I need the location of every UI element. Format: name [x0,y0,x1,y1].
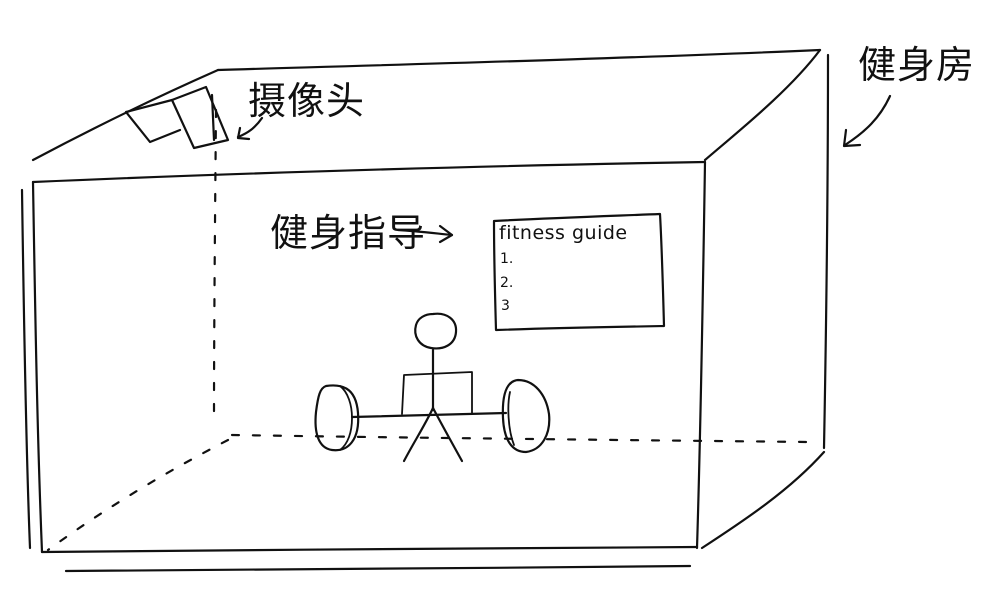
board-item-3: 3 [501,298,510,314]
camera-arrow [236,116,264,139]
side-bottom-edge [700,450,826,550]
barbell-bar [350,411,508,419]
ceiling-back-edge [216,48,822,72]
figure-arms [401,371,473,415]
camera-mount [124,98,182,144]
front-right-edge [695,160,707,550]
front-top-edge [31,160,707,184]
room [20,48,830,573]
right-plate-outer [501,378,551,454]
extra-left-line [20,188,32,550]
board-frame [492,212,666,332]
hidden-back-vertical [212,108,218,422]
right-plate-inner [507,391,515,446]
camera-body [170,85,230,150]
board-title: fitness guide [499,222,628,244]
camera-pole [210,93,216,142]
side-right-edge [822,53,830,450]
fitness-guide-board: fitness guide 1. 2. 3 [492,212,666,332]
board-item-2: 2. [500,275,513,291]
front-bottom-edge [40,545,699,554]
hidden-floor-left [46,438,230,552]
stick-figure [401,312,473,463]
camera-icon [124,85,230,150]
hidden-edges [46,108,810,552]
barbell [314,378,551,454]
fitness-guide-label: 健身指导 [270,211,426,255]
left-plate-inner [339,385,353,451]
figure-left-leg [402,406,435,463]
ceiling-left-edge [31,68,220,162]
ceiling-right-edge [703,48,822,162]
front-left-edge [31,180,44,554]
figure-right-leg [431,406,464,463]
board-item-1: 1. [500,251,513,267]
gym-label: 健身房 [858,43,975,87]
gym-arrow [843,94,892,147]
guide-arrow-shaft [396,228,454,237]
camera-label: 摄像头 [248,79,365,123]
camera-arrow-head [236,126,251,141]
figure-head [414,312,458,350]
front-bottom-extension [64,564,692,573]
guide-arrow-head [438,224,454,244]
left-plate-outer [314,384,360,452]
gym-arrow-head [842,128,862,148]
